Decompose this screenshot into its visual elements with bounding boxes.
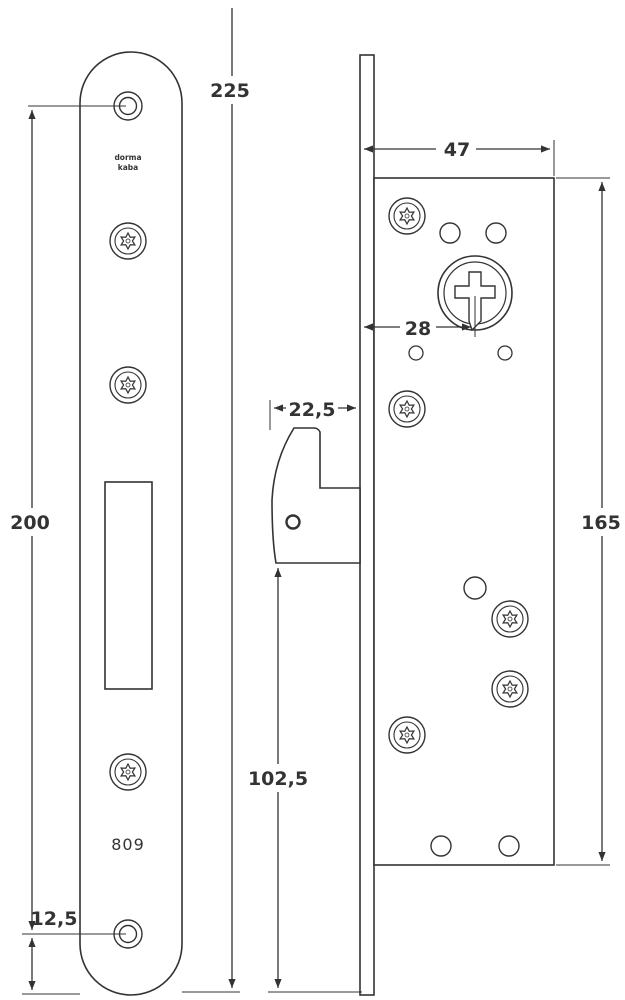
- dimension-latch-height: 102,5: [244, 568, 362, 993]
- dimension-label-102-5: 102,5: [248, 768, 308, 790]
- faceplate-front-view: dorma kaba 809: [79, 51, 183, 996]
- dimension-screw-hole-offset: 12,5: [22, 908, 80, 995]
- case-hole-small-2: [497, 345, 513, 361]
- dimension-backset: 47: [364, 136, 555, 176]
- case-hole-2: [485, 222, 507, 244]
- dimension-label-12-5: 12,5: [31, 908, 78, 930]
- lock-body-side-view: [271, 54, 555, 996]
- faceplate-screw-3: [109, 753, 147, 791]
- case-screw-1: [388, 197, 426, 235]
- dimension-label-225: 225: [210, 80, 250, 102]
- latch-opening: [104, 481, 153, 690]
- faceplate-screw-2: [109, 366, 147, 404]
- dimension-label-22-5: 22,5: [289, 399, 336, 421]
- latch-pivot-pin: [285, 514, 301, 530]
- case-hole-1: [439, 222, 461, 244]
- case-hole-3: [463, 576, 487, 600]
- case-hole-4: [430, 835, 452, 857]
- dimension-label-28: 28: [405, 318, 431, 340]
- brand-logo-line-1: dorma: [114, 153, 141, 162]
- case-screw-2: [388, 390, 426, 428]
- dimension-label-200: 200: [10, 512, 50, 534]
- case-hole-5: [498, 835, 520, 857]
- dimension-cylinder-axis: 28: [364, 296, 476, 340]
- case-screw-4: [491, 670, 529, 708]
- dimension-screw-hole-spacing: 200: [6, 105, 126, 935]
- dimension-latch-projection: 22,5: [269, 396, 356, 430]
- faceplate-screw-1: [109, 222, 147, 260]
- brand-logo-line-2: kaba: [118, 163, 138, 172]
- case-hole-small-1: [408, 345, 424, 361]
- dimension-label-165: 165: [581, 512, 621, 534]
- dimension-faceplate-length: 225: [182, 8, 254, 993]
- model-number: 809: [111, 835, 145, 854]
- dimension-case-height: 165: [556, 177, 624, 866]
- latch-bolt: [271, 427, 361, 564]
- case-screw-5: [388, 716, 426, 754]
- faceplate-side-profile: [359, 54, 375, 996]
- dimension-label-47: 47: [444, 139, 470, 161]
- case-screw-3: [491, 600, 529, 638]
- cylinder-cam: [437, 255, 513, 332]
